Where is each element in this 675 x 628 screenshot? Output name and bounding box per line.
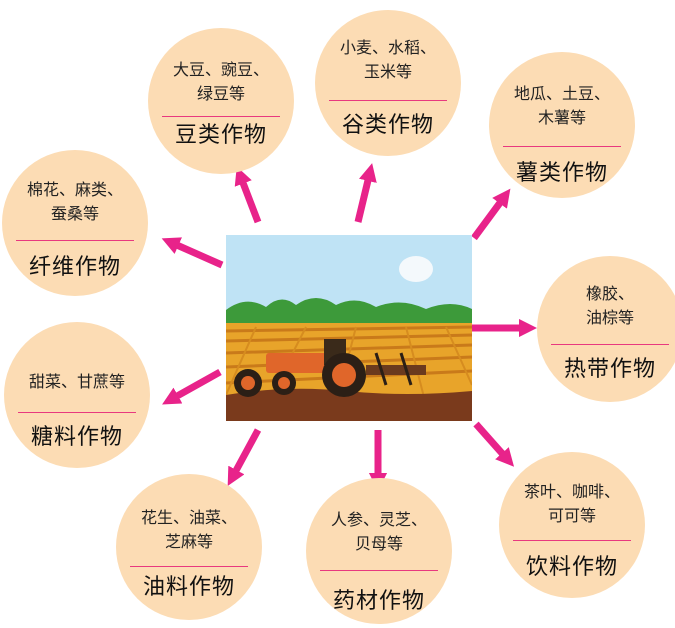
node-category: 糖料作物 [30,425,123,450]
arrow-to-beverage [473,421,515,467]
node-examples: 花生、油菜、 芝麻等 [140,508,237,551]
tractor-field-illustration [226,235,472,421]
divider [16,240,134,241]
node-category: 饮料作物 [525,555,618,580]
divider [513,540,631,541]
node-tuber: 地瓜、土豆、 木薯等 薯类作物 [489,52,635,198]
node-examples: 橡胶、 油棕等 [585,284,634,327]
node-fiber: 棉花、麻类、 蚕桑等 纤维作物 [2,150,148,296]
node-category: 药材作物 [332,589,425,614]
node-examples: 人参、灵芝、 贝母等 [330,510,427,553]
node-examples: 大豆、豌豆、 绿豆等 [172,60,269,103]
arrow-to-oil [227,428,262,487]
divider [320,570,438,571]
node-beverage: 茶叶、咖啡、 可可等 饮料作物 [499,452,645,598]
divider [503,146,621,147]
arrow-to-sugar [162,368,222,405]
arrow-to-tuber [471,188,511,241]
node-oil: 花生、油菜、 芝麻等 油料作物 [116,474,262,620]
node-category: 热带作物 [563,357,656,382]
node-examples: 茶叶、咖啡、 可可等 [523,482,620,525]
node-grain: 小麦、水稻、 玉米等 谷类作物 [315,10,461,156]
divider [18,412,136,413]
arrow-to-fiber [161,237,224,269]
arrow-to-grain [354,163,377,223]
divider [162,116,280,117]
node-herb: 人参、灵芝、 贝母等 药材作物 [306,478,452,624]
divider [551,344,669,345]
node-tropical: 橡胶、 油棕等 热带作物 [537,256,675,402]
node-sugar: 甜菜、甘蔗等 糖料作物 [4,322,150,468]
arrow-to-legume [234,166,262,224]
node-examples: 小麦、水稻、 玉米等 [339,38,436,81]
node-category: 纤维作物 [28,255,121,280]
divider [329,100,447,101]
node-examples: 棉花、麻类、 蚕桑等 [26,180,123,223]
node-category: 油料作物 [142,575,235,600]
node-category: 薯类作物 [515,161,608,186]
node-examples: 地瓜、土豆、 木薯等 [513,84,610,127]
node-examples: 甜菜、甘蔗等 [28,372,125,391]
node-category: 豆类作物 [174,123,267,148]
divider [130,566,248,567]
node-category: 谷类作物 [341,113,434,138]
node-legume: 大豆、豌豆、 绿豆等 豆类作物 [148,28,294,174]
